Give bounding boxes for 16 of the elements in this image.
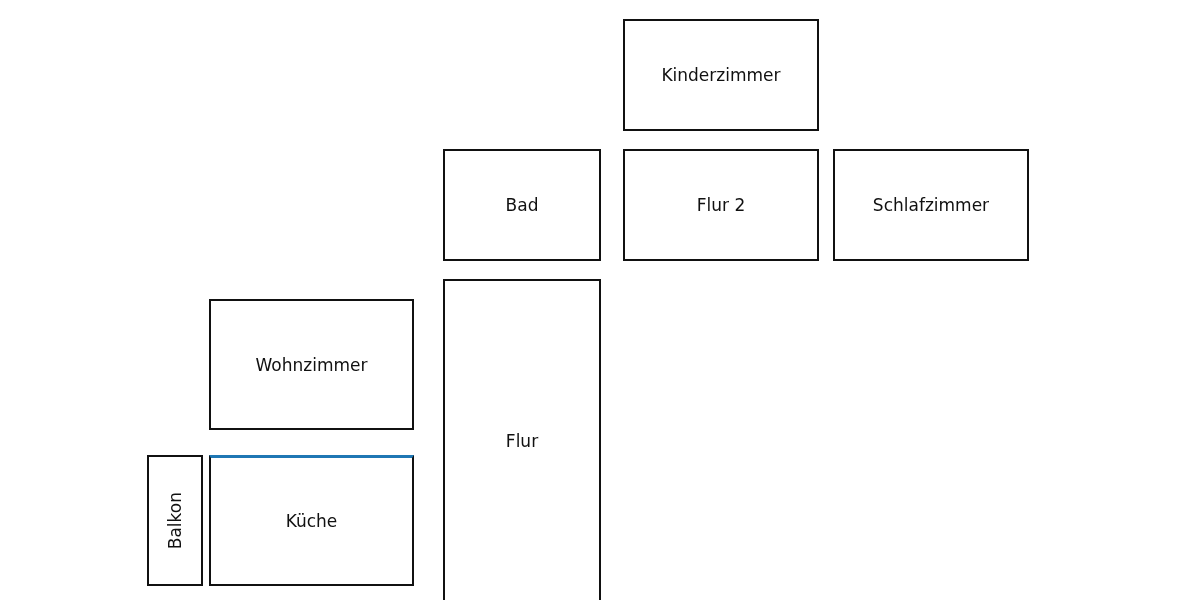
room-box	[623, 19, 819, 131]
room-label: Wohnzimmer	[255, 354, 368, 375]
room-box	[147, 455, 203, 586]
room-box	[443, 279, 601, 600]
room-label: Flur 2	[696, 195, 746, 215]
room-label: Küche	[285, 511, 338, 531]
room-label: Flur	[505, 430, 539, 451]
room-box	[443, 149, 601, 261]
room-label: Bad	[505, 195, 539, 215]
room-box	[209, 299, 414, 430]
room-box	[209, 455, 414, 586]
room-label: Kinderzimmer	[661, 65, 781, 85]
room-box	[623, 149, 819, 261]
room-box	[833, 149, 1029, 261]
room-label: Schlafzimmer	[872, 195, 990, 215]
room-label: Balkon	[165, 491, 185, 550]
